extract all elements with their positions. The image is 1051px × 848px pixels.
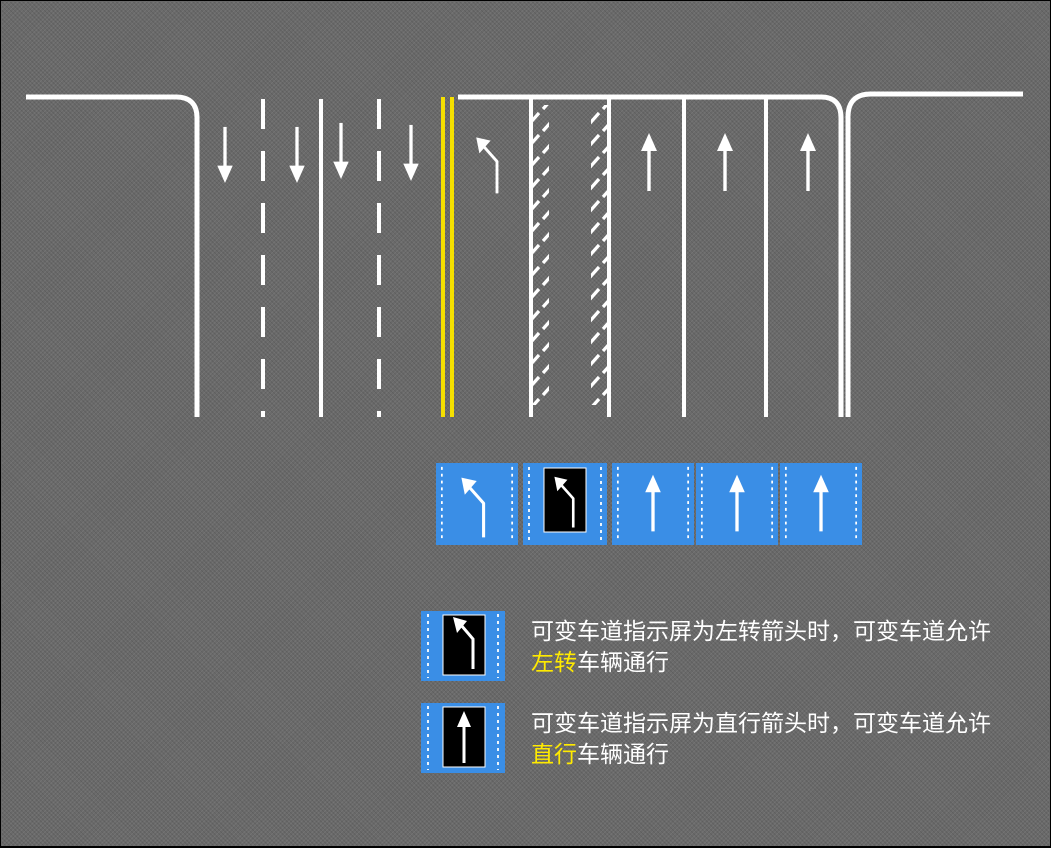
- road-arrow-left-turn-icon: [474, 135, 499, 195]
- variable-lane-hatch-right: [591, 105, 609, 405]
- road-arrow-down-icon: [287, 125, 307, 183]
- sign-left-turn-icon: [436, 463, 518, 545]
- legend-item-left-turn: 可变车道指示屏为左转箭头时，可变车道允许左转车辆通行: [421, 611, 1021, 681]
- road-arrow-straight-icon: [798, 133, 818, 193]
- lane-sign-gantry: [436, 463, 862, 545]
- road-arrow-down-icon: [215, 125, 235, 183]
- sign-straight-icon: [612, 463, 694, 545]
- legend-text-left-turn: 可变车道指示屏为左转箭头时，可变车道允许左转车辆通行: [531, 619, 991, 676]
- sign-straight-icon: [696, 463, 778, 545]
- curb-right-corner: [845, 91, 1023, 417]
- road-arrow-straight-icon: [715, 133, 735, 193]
- legend-sign-left-turn-icon: [421, 611, 505, 681]
- road-arrow-down-icon: [401, 123, 421, 181]
- stop-line: [458, 94, 844, 417]
- legend-highlight: 直行: [531, 742, 577, 768]
- variable-lane-hatch-left: [531, 105, 549, 405]
- road-arrow-straight-icon: [639, 133, 659, 193]
- road-arrow-down-icon: [331, 121, 351, 179]
- legend-sign-straight-icon: [421, 703, 505, 773]
- legend-text-straight: 可变车道指示屏为直行箭头时，可变车道允许直行车辆通行: [531, 711, 991, 768]
- legend-highlight: 左转: [531, 650, 577, 676]
- legend-item-straight: 可变车道指示屏为直行箭头时，可变车道允许直行车辆通行: [421, 703, 1021, 773]
- sign-straight-icon: [780, 463, 862, 545]
- sign-variable: [523, 463, 607, 545]
- curb-left: [26, 94, 200, 417]
